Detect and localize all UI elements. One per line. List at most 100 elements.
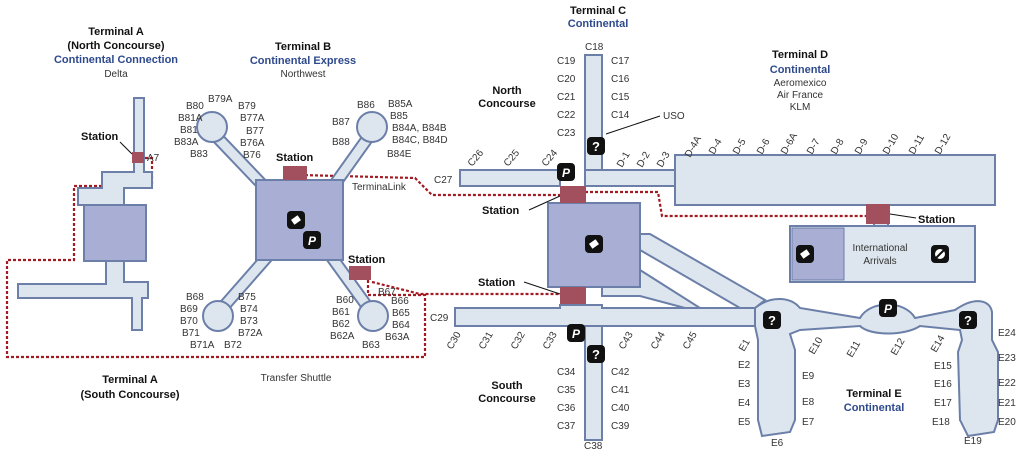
gate-label: E18 <box>932 417 950 428</box>
gate-label: B81A <box>178 113 203 124</box>
terminalink-line-d <box>585 190 866 218</box>
leader-lines <box>119 115 917 295</box>
gate-label: C42 <box>611 367 630 378</box>
terminal-a-south-title: Terminal A <box>102 374 158 386</box>
gate-label: B67 <box>378 287 396 298</box>
gate-label: B77A <box>240 113 265 124</box>
terminal-a-north-sub: Delta <box>104 69 128 80</box>
terminal-a-south-subtitle: (South Concourse) <box>81 389 180 401</box>
gate-label: D-1 <box>615 150 633 170</box>
gate-label: E14 <box>929 333 948 354</box>
gate-label: C26 <box>466 147 487 168</box>
svg-text:?: ? <box>592 139 600 154</box>
gate-label: C21 <box>557 92 576 103</box>
gate-label: B76A <box>240 138 265 149</box>
gate-label: D-5 <box>731 137 749 157</box>
gate-label: B81 <box>180 125 198 136</box>
gate-label: E15 <box>934 361 952 372</box>
svg-text:P: P <box>308 234 317 248</box>
terminal-d-carrier: Aeromexico <box>774 78 827 89</box>
terminal-d-title: Terminal D <box>772 49 828 61</box>
intl-arrivals-label: International <box>852 243 907 254</box>
gate-label: C45 <box>681 330 700 352</box>
terminal-b-airline: Continental Express <box>250 55 356 67</box>
gate-label: B62 <box>332 319 350 330</box>
gate-label: D-11 <box>907 132 927 156</box>
gate-label: B84C, B84D <box>392 135 448 146</box>
gate-label: B71 <box>182 328 200 339</box>
terminal-a-north-airline: Continental Connection <box>54 54 178 66</box>
gate-label: C22 <box>557 110 576 121</box>
gate-label: E20 <box>998 417 1016 428</box>
gate-label: B71A <box>190 340 215 351</box>
south-concourse-label: South <box>491 380 522 392</box>
gate-label: D-6 <box>755 137 773 157</box>
terminal-d-carrier: Air France <box>777 90 824 101</box>
gate-label: A7 <box>147 153 160 164</box>
gate-label: B72A <box>238 328 263 339</box>
gate-label: B79A <box>208 94 233 105</box>
terminal-c <box>454 54 767 441</box>
terminal-d-airline: Continental <box>770 64 831 76</box>
info-icon: ? <box>959 311 977 329</box>
south-concourse-label: Concourse <box>478 393 535 405</box>
gate-label: E7 <box>802 417 815 428</box>
terminal-d-concourse <box>674 154 996 206</box>
gate-label: E6 <box>771 438 784 449</box>
gate-label: D-3 <box>655 150 673 170</box>
gate-label: E4 <box>738 398 751 409</box>
parking-icon: P <box>557 163 575 181</box>
gate-label: B83A <box>174 137 199 148</box>
gate-label: C18 <box>585 42 604 53</box>
terminal-b-sub: Northwest <box>280 69 325 80</box>
gate-label: C31 <box>477 330 496 352</box>
terminal-b-station-south <box>349 266 371 280</box>
gate-label: C17 <box>611 56 630 67</box>
terminal-b <box>196 111 389 332</box>
svg-text:P: P <box>562 166 571 180</box>
gate-label: B85 <box>390 111 408 122</box>
svg-text:P: P <box>884 302 893 316</box>
terminal-c-connector-d <box>584 169 676 187</box>
info-icon: ? <box>587 345 605 363</box>
gate-label: C30 <box>445 330 464 352</box>
terminal-c-to-e-connector-2 <box>601 268 704 309</box>
gate-label: B60 <box>336 295 354 306</box>
terminal-a-north-concourse <box>77 97 153 206</box>
uso-label: USO <box>663 111 685 122</box>
svg-text:?: ? <box>768 313 776 328</box>
terminal-a-north-subtitle: (North Concourse) <box>67 40 165 52</box>
gate-label: E12 <box>889 336 908 357</box>
gate-label: E23 <box>998 353 1016 364</box>
gate-label: B84E <box>387 149 412 160</box>
gate-label: E19 <box>964 436 982 447</box>
gate-label: D-12 <box>933 132 954 157</box>
gate-label: B61 <box>332 307 350 318</box>
terminal-b-pod-ne <box>356 111 388 143</box>
terminal-c-airline: Continental <box>568 18 629 30</box>
gate-label: C33 <box>541 330 560 352</box>
gate-label: D-8 <box>829 137 847 157</box>
terminal-c-station-north <box>560 186 586 203</box>
gate-label: B62A <box>330 331 355 342</box>
terminal-b-pod-nw <box>196 111 228 143</box>
gate-label: B74 <box>240 304 258 315</box>
gate-label: B76 <box>243 150 261 161</box>
customs-icon <box>931 245 949 263</box>
gate-label: E21 <box>998 398 1016 409</box>
terminal-a-north-title: Terminal A <box>88 26 144 38</box>
gate-label: B86 <box>357 100 375 111</box>
baggage-tag-icon <box>796 245 814 263</box>
gate-label: C14 <box>611 110 630 121</box>
gate-label: E9 <box>802 371 815 382</box>
gate-label: D-7 <box>805 137 823 157</box>
gate-label: C20 <box>557 74 576 85</box>
gate-label: B84A, B84B <box>392 123 447 134</box>
intl-arrivals-label: Arrivals <box>863 256 896 267</box>
north-concourse-label: Concourse <box>478 98 535 110</box>
north-concourse-label: North <box>492 85 522 97</box>
gate-label: C35 <box>557 385 576 396</box>
gate-label: C41 <box>611 385 630 396</box>
